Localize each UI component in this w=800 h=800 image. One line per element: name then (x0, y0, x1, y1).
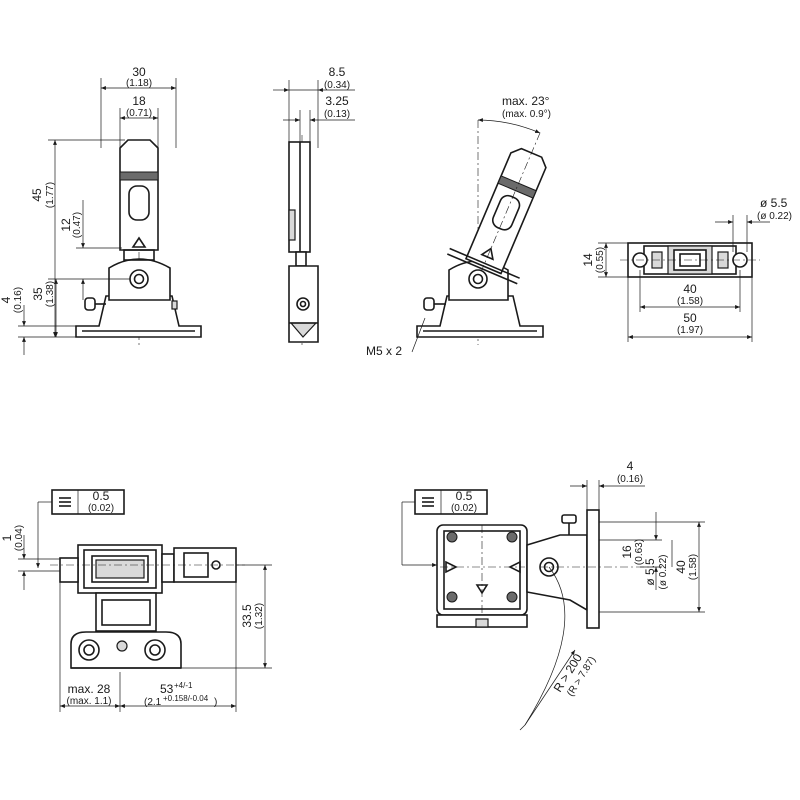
dim-base-height-inch: (1.38) (45, 281, 56, 307)
dim-span-tolerance: +4/-1 (174, 681, 193, 690)
dim-width-inch: (1.18) (126, 78, 152, 89)
dim-top-height-inch: (0.55) (595, 247, 606, 273)
dim-mounted-depth: 33.5 (240, 604, 254, 628)
dim-inner-width: 18 (132, 94, 146, 108)
dim-width: 30 (132, 65, 146, 79)
mounted-side-view: 0.5 (0.02) R > 200 (R > 7.87) (401, 459, 705, 731)
pivot-screw (129, 269, 149, 289)
dim-span: 53 (160, 682, 174, 696)
dim-mounted-depth-inch: (1.32) (254, 603, 265, 629)
side-flatness-value: 0.5 (456, 489, 473, 503)
dim-inner-width-inch: (0.71) (126, 108, 152, 119)
dim-hole-dia: ø 5.5 (760, 196, 788, 210)
dim-offset: 1 (0, 534, 14, 541)
mounted-front-view: 0.5 (0.02) 1 (0.04) (0, 489, 272, 712)
dim-height-inch: (1.77) (45, 182, 56, 208)
dim-height: 45 (30, 188, 44, 202)
thread-label: M5 x 2 (366, 344, 402, 358)
dim-offset-inch: (0.04) (14, 525, 25, 551)
dim-side-hole-dia-inch: (ø 0.22) (658, 554, 669, 589)
flatness-value: 0.5 (93, 489, 110, 503)
dim-pivot-height: 12 (59, 218, 73, 232)
dim-span-inch: (2.1 (144, 697, 162, 708)
flatness-value-inch: (0.02) (88, 503, 114, 514)
dim-base-thickness-inch: (0.16) (13, 287, 24, 313)
dim-base-thickness: 4 (0, 296, 13, 303)
dim-side-hole-dia: ø 5.5 (643, 558, 657, 586)
dim-h16-inch: (0.63) (634, 539, 645, 565)
dim-base-height: 35 (31, 287, 45, 301)
dim-max-width-inch: (max. 1.1) (66, 696, 111, 707)
dim-max-width: max. 28 (68, 682, 111, 696)
base-plate (75, 295, 202, 338)
side-view: 8.5 (0.34) 3.25 (0.13) (273, 65, 355, 345)
dim-depth-inch: (0.34) (324, 80, 350, 91)
dim-span-inch-close: ) (214, 697, 217, 708)
dim-thickness: 3.25 (325, 94, 349, 108)
dim-thickness-inch: (0.13) (324, 109, 350, 120)
tilt-view: max. 23° (max. 0.9°) M5 x 2 (366, 94, 551, 358)
dim-tilt-angle: max. 23° (502, 94, 550, 108)
dim-hole-spacing-inch: (1.58) (677, 296, 703, 307)
dim-side-offset: 4 (627, 459, 634, 473)
dim-pivot-height-inch: (0.47) (72, 212, 83, 238)
tongue-window (128, 185, 150, 221)
dim-h40-inch: (1.58) (688, 554, 699, 580)
dim-top-height: 14 (581, 253, 595, 267)
dim-tilt-angle-inch: (max. 0.9°) (502, 109, 551, 120)
front-view: 30 (1.18) 18 (0.71) 45 (1.77) 12 (0.47) … (0, 65, 202, 355)
top-view: ø 5.5 (ø 0.22) 14 (0.55) 40 (1.58) 50 (1… (581, 196, 792, 342)
dim-side-offset-inch: (0.16) (617, 474, 643, 485)
dim-hole-spacing: 40 (683, 282, 697, 296)
dim-span-inch-tolerance: +0.158/-0.04 (163, 694, 209, 703)
dim-length: 50 (683, 311, 697, 325)
dim-hole-dia-inch: (ø 0.22) (757, 211, 792, 222)
dim-depth: 8.5 (329, 65, 346, 79)
dim-h40: 40 (674, 560, 688, 574)
side-flatness-value-inch: (0.02) (451, 503, 477, 514)
dim-length-inch: (1.97) (677, 325, 703, 336)
dim-h16: 16 (620, 545, 634, 559)
side-knob (84, 297, 96, 311)
